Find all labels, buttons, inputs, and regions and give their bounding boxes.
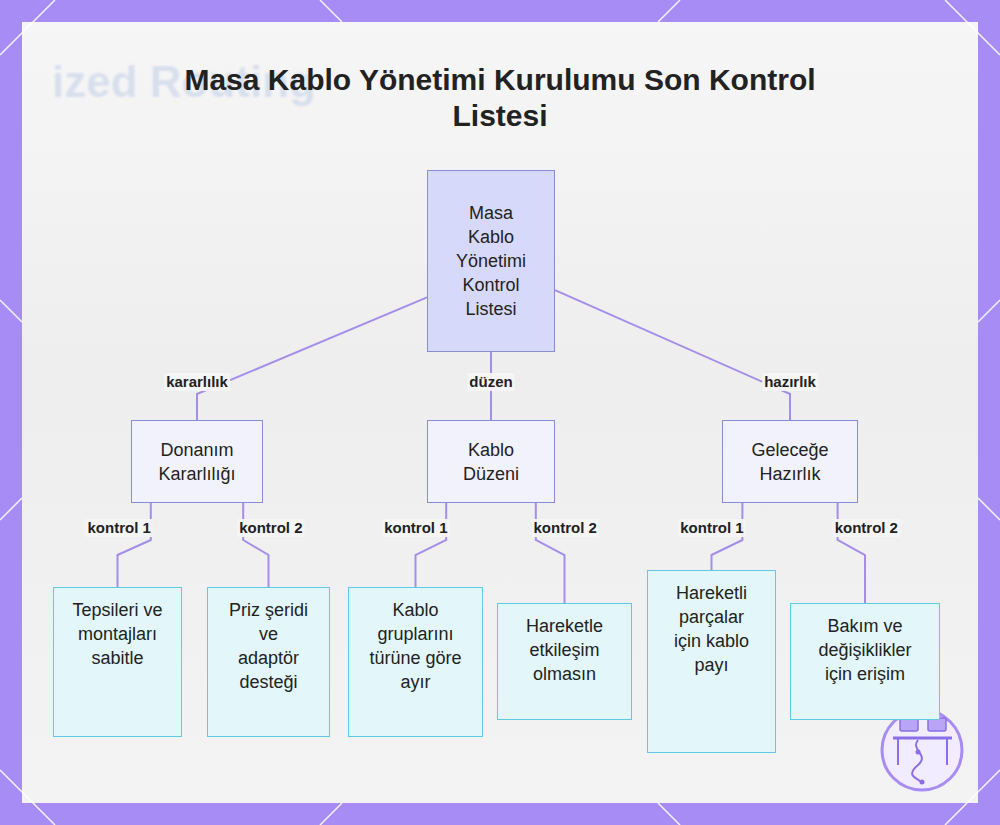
check-box: Priz şeridi ve adaptör desteği [207, 587, 330, 737]
diagram-title: Masa Kablo Yönetimi Kurulumu Son Kontrol… [150, 62, 850, 134]
root-box: Masa Kablo Yönetimi Kontrol Listesi [427, 170, 555, 352]
node-text-group: Kablo gruplarını türüne göre ayır [367, 598, 464, 694]
node-text: Priz şeridi ve adaptör desteği [226, 598, 311, 694]
edge-label: kontrol 1 [85, 519, 152, 537]
node-text-group: Tepsileri ve montajları sabitle [72, 598, 163, 670]
node-text: Masa Kablo Yönetimi Kontrol Listesi [450, 201, 532, 321]
category-box: Donanım Kararlılığı [131, 420, 263, 503]
check-box: Bakım ve değişiklikler için erişim [790, 603, 940, 720]
check-box: Tepsileri ve montajları sabitle [53, 587, 182, 737]
node-text-group: Geleceğe Hazırlık [733, 438, 847, 486]
node-text: Hareketle etkileşim olmasın [516, 614, 613, 686]
category-box: Geleceğe Hazırlık [722, 420, 858, 503]
edge-label: hazırlık [762, 373, 818, 391]
edge-label: düzen [467, 373, 514, 391]
node-text: Hareketli parçalar için kablo payı [666, 581, 757, 677]
desk-icon [882, 710, 962, 790]
connector-line [555, 290, 790, 420]
node-text-group: Masa Kablo Yönetimi Kontrol Listesi [450, 201, 532, 321]
node-text: Bakım ve değişiklikler için erişim [809, 614, 921, 686]
check-box: Hareketli parçalar için kablo payı [647, 570, 776, 753]
node-text: Kablo gruplarını türüne göre ayır [367, 598, 464, 694]
edge-label: kararlılık [164, 373, 230, 391]
edge-label: kontrol 2 [833, 519, 900, 537]
node-text-group: Hareketle etkileşim olmasın [516, 614, 613, 686]
node-text: Tepsileri ve montajları sabitle [72, 598, 163, 670]
category-box: Kablo Düzeni [427, 420, 555, 503]
edge-label: kontrol 2 [237, 519, 304, 537]
node-text-group: Bakım ve değişiklikler için erişim [809, 614, 921, 686]
node-text-group: Hareketli parçalar için kablo payı [666, 581, 757, 677]
connector-line [536, 503, 565, 603]
edge-label: kontrol 1 [382, 519, 449, 537]
connector-line [838, 503, 865, 603]
connector-line [243, 503, 268, 587]
edge-label: kontrol 1 [678, 519, 745, 537]
connector-line [197, 297, 427, 420]
check-box: Hareketle etkileşim olmasın [497, 603, 632, 720]
node-text-group: Priz şeridi ve adaptör desteği [226, 598, 311, 694]
node-text: Geleceğe Hazırlık [733, 438, 847, 486]
node-text-group: Kablo Düzeni [438, 438, 544, 486]
edge-label: kontrol 2 [531, 519, 598, 537]
connector-line [416, 503, 447, 587]
check-box: Kablo gruplarını türüne göre ayır [348, 587, 483, 737]
node-text: Donanım Kararlılığı [142, 438, 252, 486]
connector-line [118, 503, 151, 587]
node-text: Kablo Düzeni [438, 438, 544, 486]
node-text-group: Donanım Kararlılığı [142, 438, 252, 486]
